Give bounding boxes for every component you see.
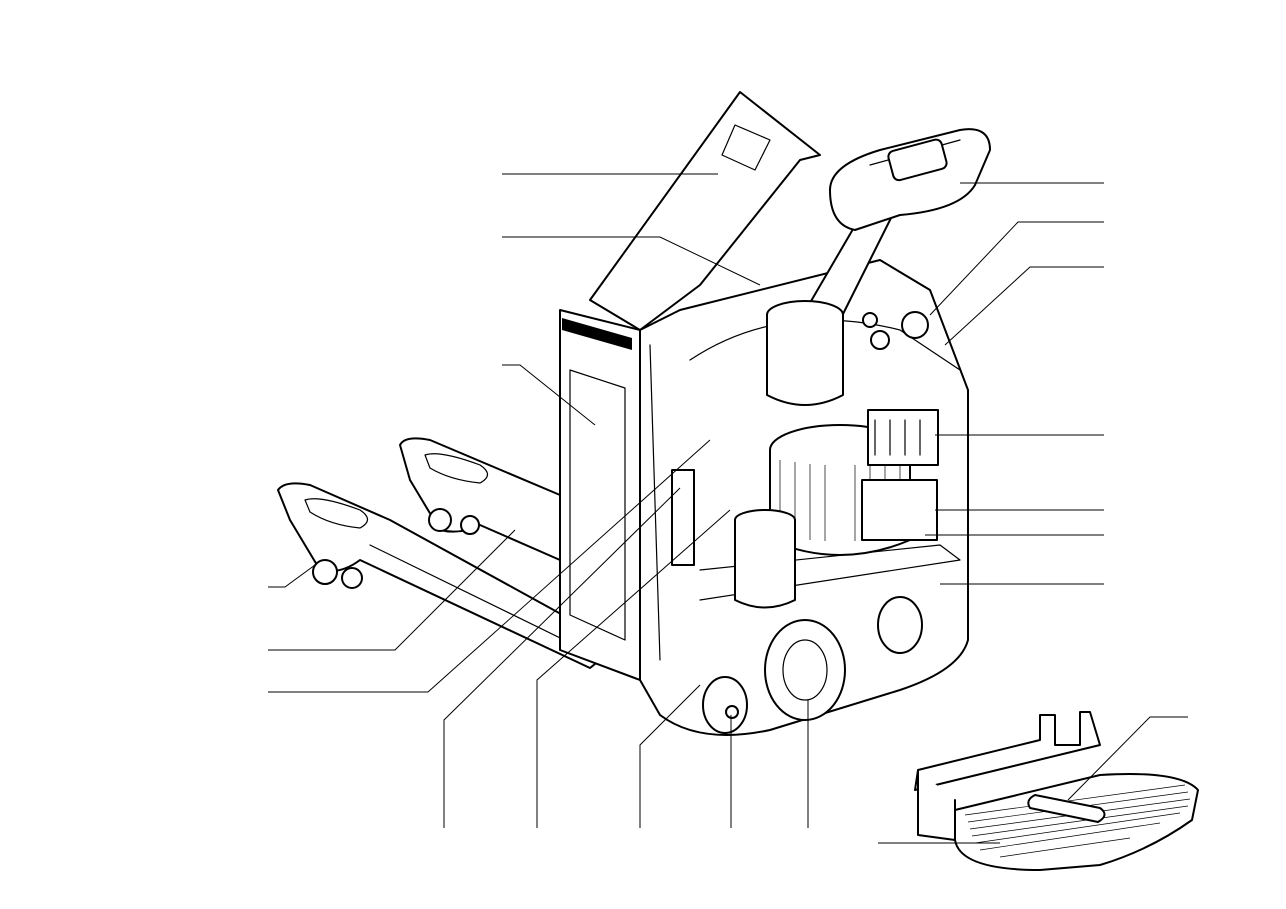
pump-motor — [734, 509, 796, 609]
leader-battery — [502, 364, 596, 426]
castor-wheels — [702, 596, 923, 734]
leader-lift-cylinder — [443, 487, 681, 828]
controller-unit — [861, 409, 939, 541]
drive-wheel — [764, 619, 846, 721]
left-fork — [277, 482, 601, 669]
platform-inset — [914, 711, 1199, 871]
tiller — [766, 128, 991, 406]
leader-platform-damper — [1067, 716, 1188, 801]
leader-push-rod — [268, 439, 711, 693]
hydraulic-cylinder — [671, 469, 695, 566]
leader-load-roller — [268, 564, 316, 588]
leader-pump-unit — [639, 684, 701, 828]
right-fork — [399, 437, 561, 561]
leader-hydraulic-line — [536, 509, 731, 828]
leader-fork — [268, 529, 516, 651]
key-switch-and-emergency-stop — [862, 311, 929, 350]
leader-emergency-stop — [929, 221, 1104, 316]
leader-battery-connector — [502, 236, 761, 286]
callout-leader-lines — [268, 173, 1188, 844]
leader-cover-plate — [944, 266, 1104, 346]
